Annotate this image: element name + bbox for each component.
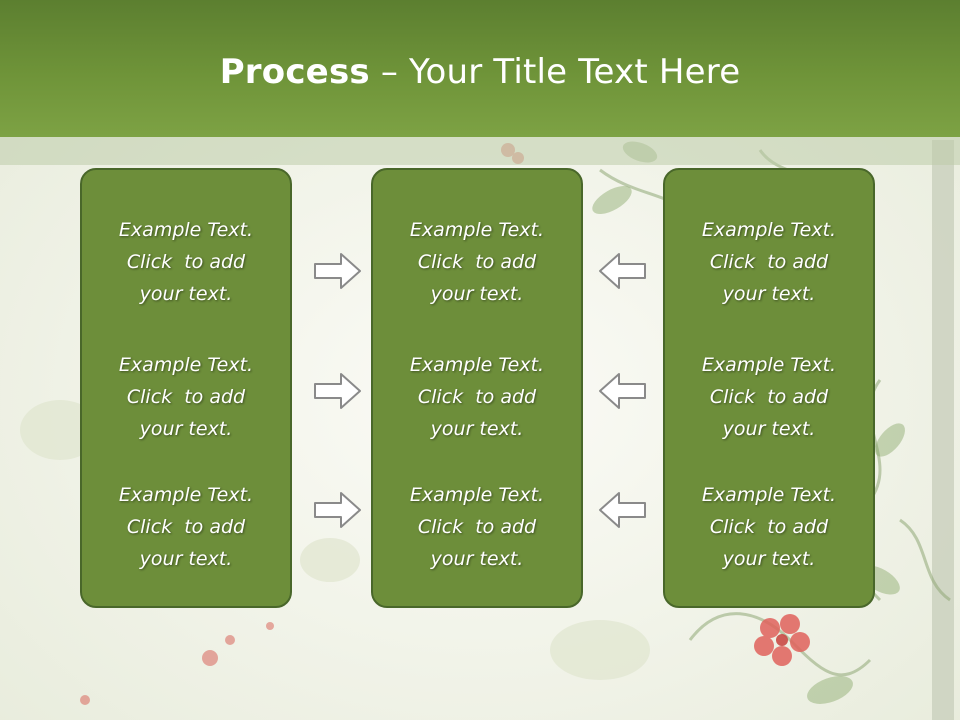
text-line: Example Text. — [118, 219, 254, 241]
text-line: your text. — [722, 283, 816, 305]
title-strip — [0, 137, 960, 165]
arrow-right-icon[interactable] — [313, 251, 363, 291]
text-line: Click to add — [126, 386, 246, 408]
text-block[interactable]: Example Text. Click to add your text. — [373, 349, 581, 445]
process-box-center[interactable]: Example Text. Click to add your text. Ex… — [371, 168, 583, 608]
title-bar — [0, 0, 960, 137]
title-bold: Process — [219, 52, 370, 92]
text-line: Example Text. — [409, 484, 545, 506]
text-block[interactable]: Example Text. Click to add your text. — [82, 349, 290, 445]
arrow-left-icon[interactable] — [597, 371, 647, 411]
text-block[interactable]: Example Text. Click to add your text. — [665, 349, 873, 445]
text-line: Click to add — [709, 251, 829, 273]
text-line: Click to add — [417, 251, 537, 273]
slide-title[interactable]: Process – Your Title Text Here — [0, 52, 960, 92]
process-box-right[interactable]: Example Text. Click to add your text. Ex… — [663, 168, 875, 608]
text-line: your text. — [722, 418, 816, 440]
arrow-left-icon[interactable] — [597, 251, 647, 291]
text-line: Click to add — [709, 386, 829, 408]
text-block[interactable]: Example Text. Click to add your text. — [82, 214, 290, 310]
title-rest: – Your Title Text Here — [369, 52, 741, 92]
text-line: your text. — [139, 548, 233, 570]
text-line: Click to add — [126, 516, 246, 538]
text-line: your text. — [430, 418, 524, 440]
text-line: Click to add — [417, 516, 537, 538]
text-line: Example Text. — [701, 354, 837, 376]
arrow-right-icon[interactable] — [313, 371, 363, 411]
text-line: your text. — [139, 283, 233, 305]
text-line: your text. — [430, 548, 524, 570]
text-line: your text. — [139, 418, 233, 440]
text-line: Example Text. — [409, 354, 545, 376]
text-block[interactable]: Example Text. Click to add your text. — [665, 479, 873, 575]
process-box-left[interactable]: Example Text. Click to add your text. Ex… — [80, 168, 292, 608]
text-line: your text. — [430, 283, 524, 305]
text-block[interactable]: Example Text. Click to add your text. — [373, 479, 581, 575]
text-line: Click to add — [709, 516, 829, 538]
text-block[interactable]: Example Text. Click to add your text. — [665, 214, 873, 310]
text-line: your text. — [722, 548, 816, 570]
text-line: Example Text. — [701, 219, 837, 241]
text-line: Example Text. — [118, 484, 254, 506]
text-block[interactable]: Example Text. Click to add your text. — [373, 214, 581, 310]
arrow-left-icon[interactable] — [597, 490, 647, 530]
text-line: Click to add — [126, 251, 246, 273]
text-line: Example Text. — [701, 484, 837, 506]
text-block[interactable]: Example Text. Click to add your text. — [82, 479, 290, 575]
arrow-right-icon[interactable] — [313, 490, 363, 530]
text-line: Example Text. — [118, 354, 254, 376]
text-line: Click to add — [417, 386, 537, 408]
text-line: Example Text. — [409, 219, 545, 241]
